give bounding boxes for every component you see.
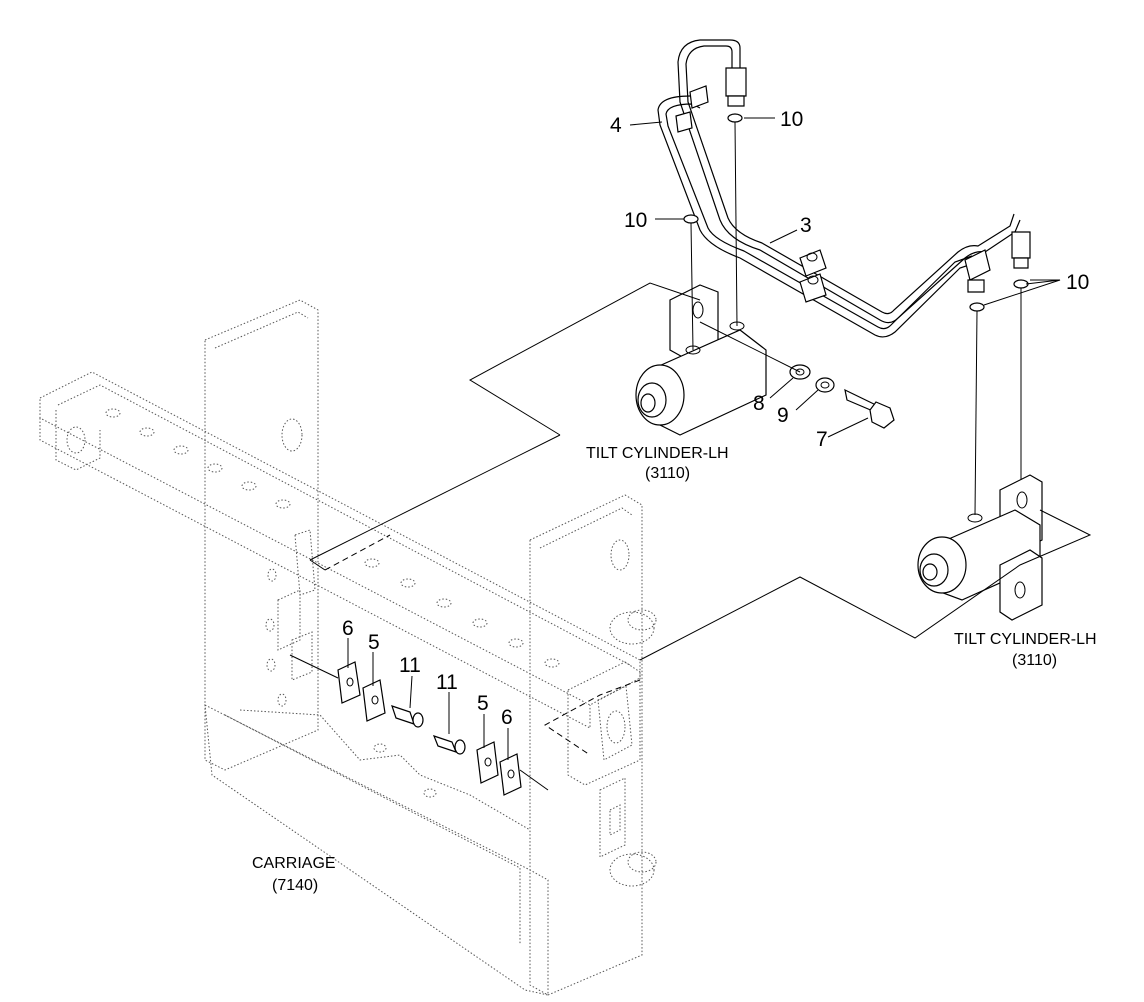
callout-4: 4 <box>610 114 622 137</box>
callout-7: 7 <box>816 428 828 451</box>
callout-11-left: 11 <box>399 654 421 677</box>
captions: TILT CYLINDER-LH (3110) TILT CYLINDER-LH… <box>252 445 1097 894</box>
callout-8: 8 <box>753 392 765 415</box>
callout-6-right: 6 <box>501 706 513 729</box>
tilt-cylinder-upper-name: TILT CYLINDER-LH <box>586 445 729 462</box>
callout-10-left: 10 <box>624 209 647 232</box>
crossbar-holes <box>105 408 560 668</box>
callout-5-left: 5 <box>368 631 380 654</box>
callout-6-left: 6 <box>342 617 354 640</box>
tilt-cylinder-upper-code: (3110) <box>645 465 690 482</box>
callout-labels: 4 10 10 3 10 8 9 7 6 5 11 11 5 6 <box>342 108 1089 729</box>
hydraulic-tubes <box>657 39 1031 338</box>
shim-plates <box>289 654 549 796</box>
carriage-code: (7140) <box>272 877 318 894</box>
callout-10-top: 10 <box>780 108 803 131</box>
reference-lines <box>309 282 1092 756</box>
callout-5-right: 5 <box>477 692 489 715</box>
carriage-assembly <box>39 299 657 996</box>
o-rings <box>683 113 1029 516</box>
leader-lines <box>347 117 1061 760</box>
callout-11-right: 11 <box>436 671 458 694</box>
tilt-cylinder-lower <box>917 474 1043 621</box>
callout-9: 9 <box>777 404 789 427</box>
bolt-washer-set <box>699 321 895 429</box>
callout-10-right: 10 <box>1066 271 1089 294</box>
carriage-name: CARRIAGE <box>252 855 336 872</box>
tilt-cylinder-lower-code: (3110) <box>1012 652 1057 669</box>
tilt-cylinder-lower-name: TILT CYLINDER-LH <box>954 631 1097 648</box>
tilt-cylinder-upper <box>635 284 767 436</box>
callout-3: 3 <box>800 214 812 237</box>
